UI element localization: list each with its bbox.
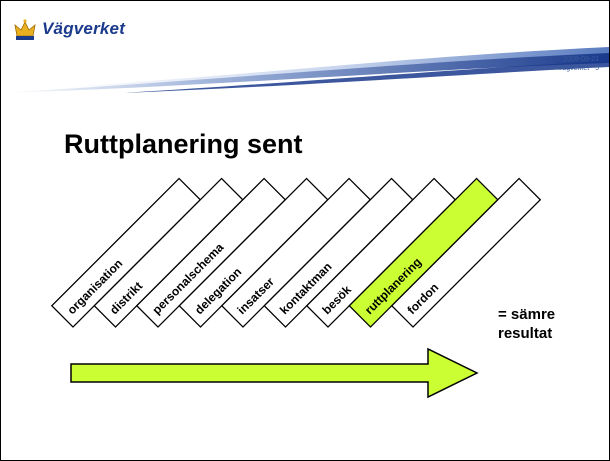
slide-org: Vägverket (557, 65, 590, 72)
slide-title: Ruttplanering sent (64, 129, 303, 159)
crown-logo-icon (14, 19, 36, 40)
slide-date: 2009-09-21 (563, 56, 599, 63)
result-line-2: resultat (498, 325, 553, 342)
slide-page-number: 5 (595, 65, 599, 72)
result-text: = sämre resultat (498, 305, 555, 343)
slide-meta: 2009-09-21 Vägverket 5 (558, 55, 599, 73)
flow-arrow (70, 347, 479, 399)
logo-text: Vägverket (42, 19, 126, 38)
slide-footer-org: Vägverket 5 (558, 64, 599, 73)
result-line-1: = sämre (498, 306, 556, 323)
header-swoosh (1, 47, 609, 93)
step-card-box (390, 177, 542, 328)
